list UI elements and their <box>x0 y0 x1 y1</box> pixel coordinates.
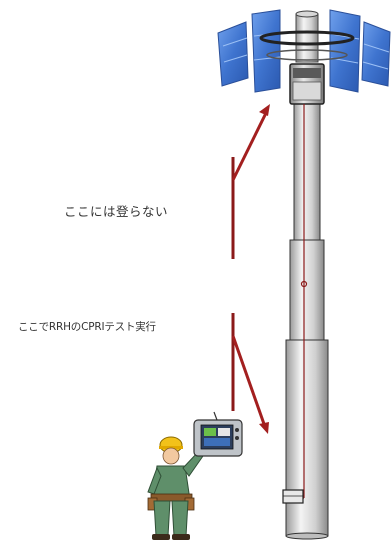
access-port <box>282 489 304 504</box>
rrh-unit <box>289 63 325 105</box>
antenna-panel-icon <box>329 9 361 93</box>
handheld-tester-icon <box>193 411 243 457</box>
antenna-panel-icon <box>361 21 391 87</box>
no-climb-label: ここには登らない <box>64 204 169 219</box>
antenna-panel-icon <box>217 21 249 87</box>
tower-pole <box>259 10 355 540</box>
marker-upper <box>231 104 270 259</box>
antenna-panel-icon <box>251 9 281 93</box>
technician-icon <box>147 436 204 540</box>
antenna-array <box>217 9 391 93</box>
cpri-test-label: ここでRRHのCPRIテスト実行 <box>18 321 156 333</box>
marker-lower <box>231 313 269 434</box>
